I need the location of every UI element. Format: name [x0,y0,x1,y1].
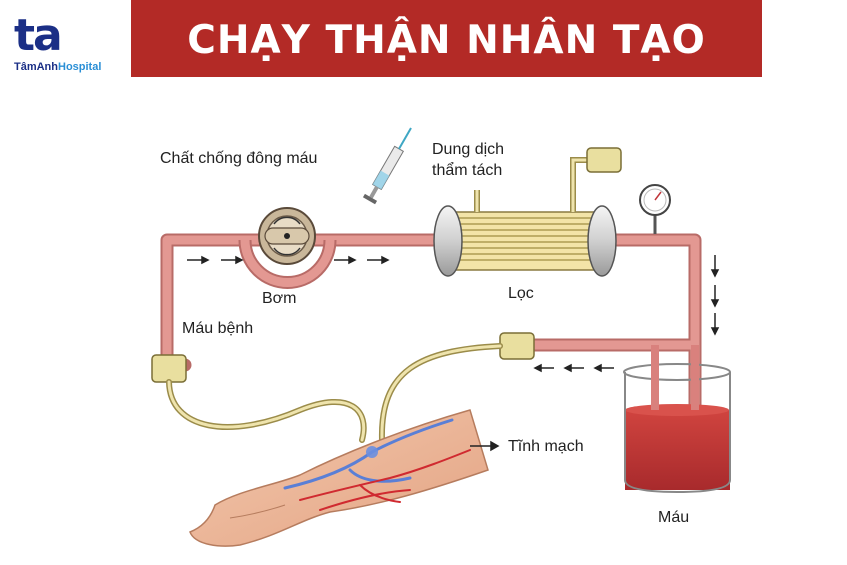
label-dialysate-line2: thẩm tách [432,162,503,179]
access-lines [166,343,503,443]
logo-text: TâmAnhHospital [14,61,101,73]
page-title: CHẠY THẬN NHÂN TẠO [131,0,762,77]
pump-icon [238,207,337,289]
blood-beaker-icon [623,345,731,494]
arm-icon [189,409,489,547]
pressure-gauge-icon [639,184,671,234]
syringe-icon [362,127,412,205]
label-vein: Tĩnh mạch [508,438,584,455]
label-anticoagulant: Chất chống đông máu [160,150,318,167]
label-diseased-blood: Máu bệnh [182,320,254,337]
label-filter: Lọc [508,285,534,302]
logo-mark: ta [14,10,63,61]
logo-text-primary: TâmAnh [14,61,58,73]
dialysate-connector [586,147,622,173]
filter-icon [433,205,617,277]
venous-connector [499,332,535,360]
arterial-connector [151,354,187,383]
label-blood: Máu [658,509,690,526]
hospital-logo: ta TâmAnhHospital [14,14,119,78]
logo-text-secondary: Hospital [58,61,102,73]
label-pump: Bơm [262,290,297,307]
label-dialysate-line1: Dung dịch [432,141,505,158]
dialysate-line [474,157,590,212]
flow-arrows [187,255,720,452]
